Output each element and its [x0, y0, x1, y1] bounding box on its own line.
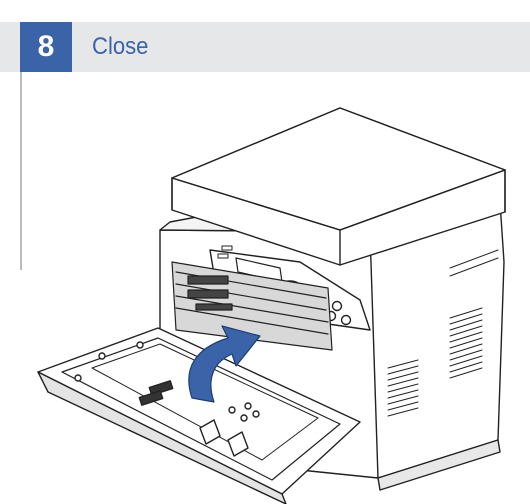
toner-cartridges [171, 261, 333, 351]
left-rule [20, 72, 22, 270]
front-cover [37, 327, 361, 504]
step-title: Close [92, 33, 149, 60]
curved-arrow-icon [188, 325, 261, 403]
step-number-badge: 8 [20, 22, 72, 72]
step-header-bar [0, 22, 530, 72]
scanner-lid [171, 107, 506, 277]
